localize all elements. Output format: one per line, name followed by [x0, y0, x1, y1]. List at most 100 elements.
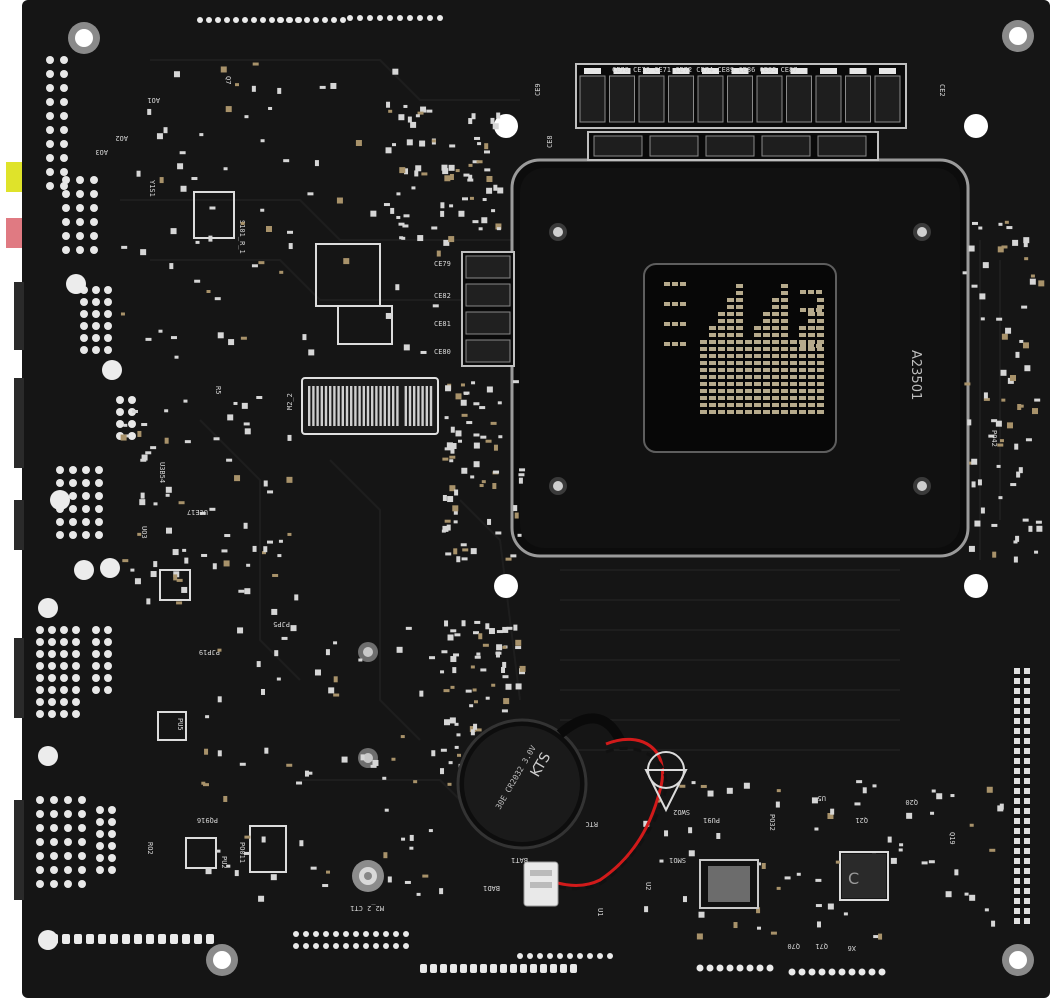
header-pad: [1014, 728, 1020, 734]
smd-part: [475, 728, 482, 732]
cap-array: [700, 410, 707, 414]
through-hole-pad: [128, 432, 136, 440]
left-caps: CE79 CE82 CE81 CE80: [434, 251, 515, 367]
smd-part: [491, 683, 496, 687]
header-pad: [1014, 678, 1020, 684]
smd-part: [1031, 408, 1038, 415]
smd-part: [176, 578, 183, 582]
cap-array: [817, 347, 824, 351]
header-pad: [1014, 828, 1020, 834]
label-uc3: U3B54: [158, 462, 166, 483]
header-pad: [726, 964, 734, 972]
smd-part: [398, 222, 405, 226]
through-hole-pad: [76, 246, 84, 254]
smd-part: [182, 548, 187, 552]
cap-array: [763, 319, 770, 323]
smd-part: [1010, 375, 1017, 382]
smd-part: [1028, 525, 1033, 532]
cap-array: [700, 368, 707, 372]
battery-connector: BAT1 BAD1: [483, 856, 559, 907]
cap-array: [808, 368, 815, 372]
through-hole-pad: [92, 298, 100, 306]
cap-array: [745, 382, 752, 386]
through-hole-pad: [62, 232, 70, 240]
header-pad: [557, 953, 563, 959]
smd-part: [453, 653, 460, 657]
through-hole-pad: [60, 70, 68, 78]
smd-part: [999, 439, 1004, 443]
smd-part: [180, 185, 187, 192]
vrm-capacitor: [705, 135, 755, 157]
label-u1: U1: [596, 908, 604, 916]
smd-part: [195, 240, 200, 244]
through-hole-pad: [48, 662, 56, 670]
cap-array: [763, 396, 770, 400]
smd-part: [969, 823, 974, 827]
smd-part: [358, 658, 363, 662]
cap-array: [727, 347, 734, 351]
label-ao1: AO1: [147, 96, 160, 104]
right-header-pads: [1014, 668, 1030, 924]
smd-part: [290, 625, 297, 632]
smd-part: [178, 501, 185, 505]
smd-part: [1022, 518, 1029, 522]
smd-part: [890, 857, 897, 864]
smd-part: [1014, 443, 1019, 450]
through-hole-pad: [46, 70, 54, 78]
cap-array: [736, 396, 743, 400]
smd-part: [399, 167, 406, 174]
smd-part: [811, 797, 818, 804]
through-hole-pad: [62, 204, 70, 212]
header-pad: [357, 15, 363, 21]
smd-part: [256, 396, 263, 400]
smd-part: [469, 726, 476, 733]
smd-part: [252, 62, 259, 66]
header-pad: [1024, 868, 1030, 874]
smd-part: [158, 329, 163, 333]
large-pad: [50, 490, 70, 510]
smd-part: [455, 393, 462, 400]
label-ao3: AO3: [95, 148, 108, 156]
smd-part: [485, 439, 492, 443]
header-pad: [373, 943, 379, 949]
smd-part: [1019, 339, 1024, 343]
smd-part: [496, 644, 503, 651]
label-ao2: AO2: [115, 134, 128, 142]
smd-part: [815, 878, 822, 882]
cap-array: [745, 354, 752, 358]
label-q20: Q20: [905, 798, 918, 806]
m2-pin: [358, 386, 361, 426]
smd-part: [146, 598, 151, 605]
label-ce2: CE2: [938, 84, 946, 97]
smd-part: [757, 862, 762, 866]
through-hole-pad: [64, 866, 72, 874]
label-pu5: PU5: [176, 718, 184, 731]
smd-part: [473, 723, 478, 730]
header-pad: [517, 953, 523, 959]
smd-part: [343, 258, 350, 265]
smd-part: [659, 859, 664, 863]
smd-part: [442, 495, 447, 502]
through-hole-pad: [104, 626, 112, 634]
through-hole-pad: [60, 84, 68, 92]
through-hole-pad: [96, 830, 104, 838]
header-pad: [86, 934, 94, 944]
smd-part: [405, 626, 412, 630]
header-pad: [1014, 748, 1020, 754]
smd-part: [442, 525, 449, 532]
through-hole-pad: [72, 686, 80, 694]
through-hole-pad: [90, 246, 98, 254]
smd-part: [815, 904, 822, 908]
through-hole-pad: [69, 479, 77, 487]
cap-array: [709, 375, 716, 379]
header-pad: [1014, 768, 1020, 774]
header-pad: [353, 943, 359, 949]
header-pad: [313, 931, 319, 937]
cap-array: [754, 347, 761, 351]
smd-part: [983, 392, 988, 399]
cap-array: [808, 333, 815, 337]
smd-part: [921, 861, 928, 865]
smd-part: [1005, 327, 1012, 334]
through-hole-pad: [64, 796, 72, 804]
header-pad: [269, 17, 275, 23]
